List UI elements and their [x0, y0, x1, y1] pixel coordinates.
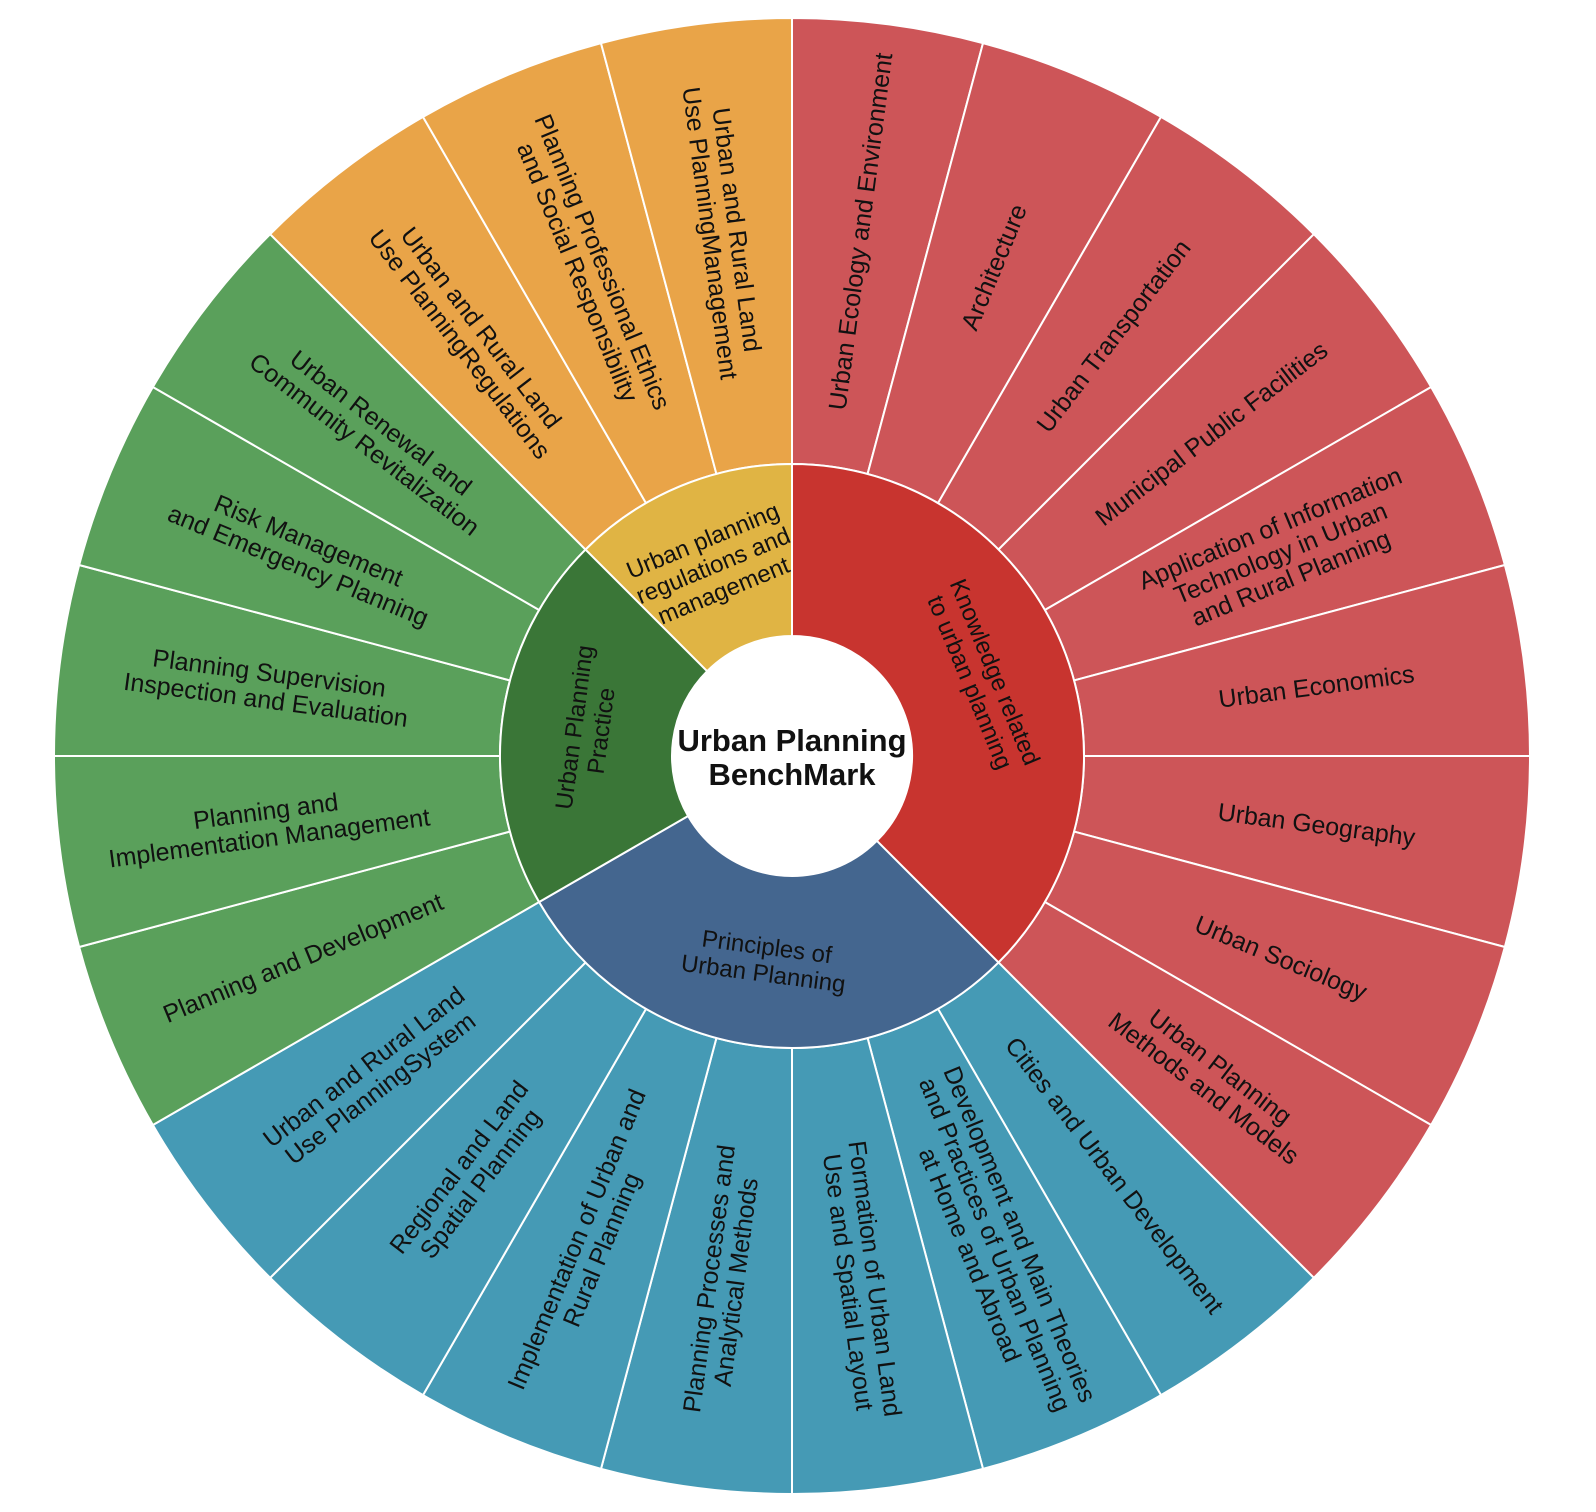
center-title-line-1: Urban Planning — [677, 723, 906, 758]
center-circle — [672, 636, 912, 876]
center-title-line-2: BenchMark — [708, 757, 876, 792]
outer-ring — [52, 16, 1532, 1496]
inner-ring — [499, 462, 1085, 1049]
